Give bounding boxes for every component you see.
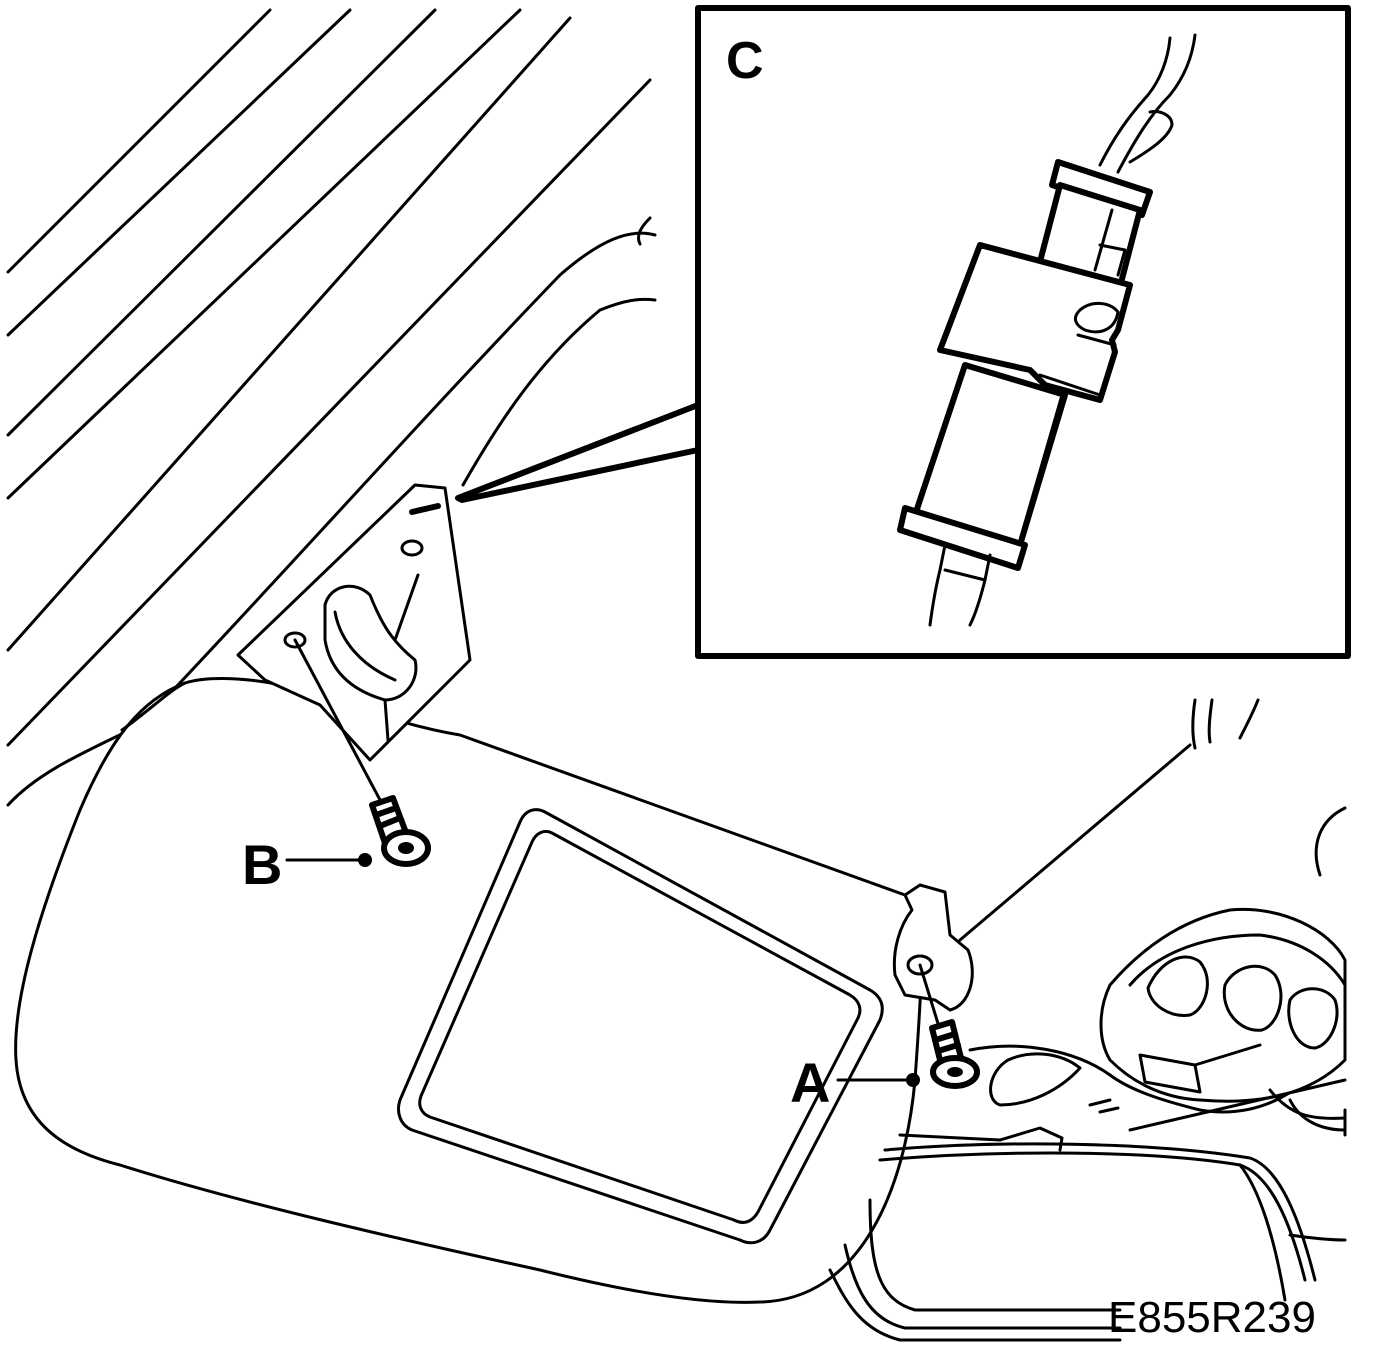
screw-b [293,638,431,867]
rear-view-mirror [828,1126,1347,1342]
overhead-console [968,907,1347,1137]
visor-clip [892,883,974,1012]
detail-pointer [455,402,701,503]
label-b-leader [285,853,372,867]
sun-visor [14,677,924,1304]
figure-code: E855R239 [1108,1293,1316,1342]
detail-inset-c [695,5,1351,659]
headliner [6,216,1347,942]
label-a: A [790,1051,830,1114]
label-c: C [726,32,764,90]
screw-a [918,963,980,1089]
windscreen-glass [6,8,652,747]
visor-hinge-bracket [236,483,472,762]
label-a-leader [836,1073,920,1087]
label-b: B [242,833,282,896]
